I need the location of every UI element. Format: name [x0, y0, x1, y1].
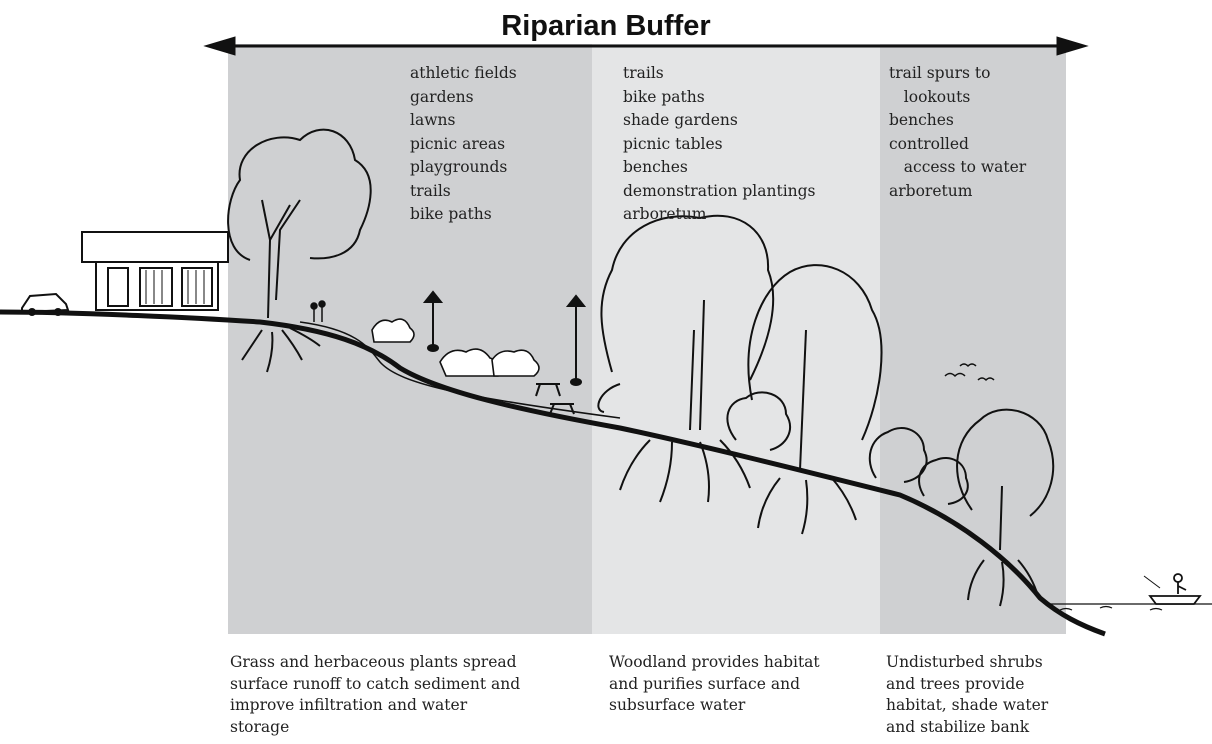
use-item: bike paths — [623, 86, 816, 110]
use-item: trail spurs to — [889, 62, 1026, 86]
use-item: shade gardens — [623, 109, 816, 133]
use-item: arboretum — [889, 180, 1026, 204]
use-item: trails — [623, 62, 816, 86]
use-item: demonstration plantings — [623, 180, 816, 204]
use-item: playgrounds — [410, 156, 517, 180]
use-item: access to water — [889, 156, 1026, 180]
use-item: controlled — [889, 133, 1026, 157]
streamside-tree-icon — [957, 410, 1053, 606]
birds-icon — [945, 364, 994, 380]
diagram-title: Riparian Buffer — [0, 10, 1212, 43]
streamside-uses-list: trail spurs to lookouts benches controll… — [889, 62, 1026, 203]
use-item: benches — [623, 156, 816, 180]
use-item: arboretum — [623, 203, 816, 227]
use-item: picnic areas — [410, 133, 517, 157]
use-item: picnic tables — [623, 133, 816, 157]
lamp-post-icon — [425, 292, 441, 351]
woodland-tree-icon — [748, 265, 881, 534]
use-item: bike paths — [410, 203, 517, 227]
lamp-post-icon — [568, 296, 584, 385]
boat-icon — [1144, 574, 1200, 604]
building — [82, 232, 228, 310]
streamside-caption: Undisturbed shrubs and trees provide hab… — [886, 652, 1048, 738]
use-item: trails — [410, 180, 517, 204]
use-item: lookouts — [889, 86, 1026, 110]
use-item: athletic fields — [410, 62, 517, 86]
use-item: lawns — [410, 109, 517, 133]
shrub-icon — [727, 392, 790, 450]
upland-caption: Grass and herbaceous plants spread surfa… — [230, 652, 520, 738]
people-icon — [311, 301, 325, 322]
use-item: benches — [889, 109, 1026, 133]
use-item: gardens — [410, 86, 517, 110]
upland-uses-list: athletic fields gardens lawns picnic are… — [410, 62, 517, 227]
woodland-caption: Woodland provides habitat and purifies s… — [609, 652, 820, 717]
woodland-uses-list: trails bike paths shade gardens picnic t… — [623, 62, 816, 227]
ground-line — [0, 312, 1105, 634]
